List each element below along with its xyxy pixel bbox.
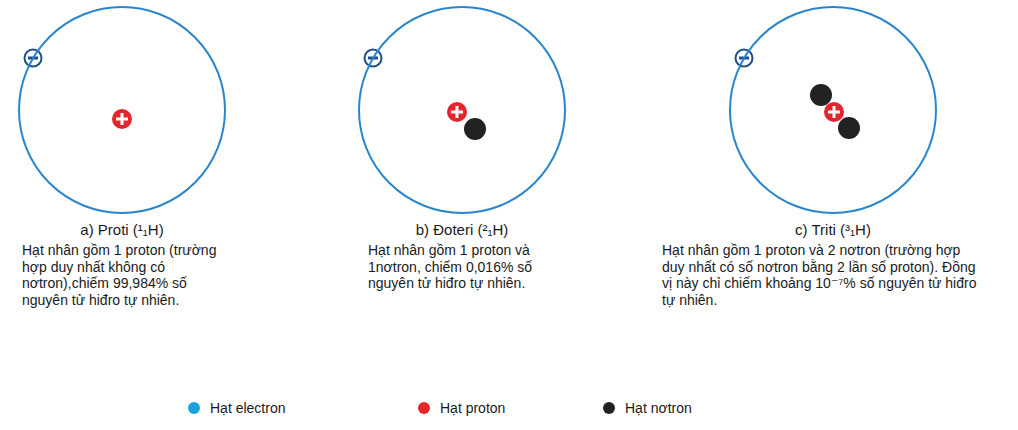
atom-node: a) Proti (¹₁H) Hạt nhân gồm 1 proton (trư… [10, 0, 235, 312]
proton-symbol [447, 102, 467, 122]
electron-orbit [350, 0, 580, 220]
proton-symbol [112, 109, 132, 129]
legend-label: Hạt proton [440, 399, 505, 417]
proton-symbol [824, 102, 844, 122]
electron-orbit [10, 0, 235, 220]
electron-orbit [650, 0, 990, 220]
isotope-heading: a) Proti (¹₁H) [10, 221, 234, 239]
neutron-symbol [838, 117, 860, 139]
legend-entry: Hạt proton [418, 399, 505, 417]
neutron-symbol [810, 84, 832, 106]
atom-node: c) Triti (³₁H)Hạt nhân gồm 1 proton và 2… [650, 0, 990, 312]
isotope-description: Hạt nhân gồm 1 proton và 2 nơtron (trườn… [662, 242, 984, 308]
isotope-heading: b) Đoteri (²₁H) [350, 221, 574, 239]
legend-swatch [188, 402, 200, 414]
legend-swatch [418, 402, 430, 414]
isotope-description: Hạt nhân gồm 1 proton (trường hợp duy nh… [22, 242, 217, 308]
legend-swatch [603, 402, 615, 414]
isotope-heading: c) Triti (³₁H) [650, 221, 1016, 239]
legend-entry: Hạt electron [188, 399, 285, 417]
legend-entry: Hạt nơtron [603, 399, 692, 417]
legend-label: Hạt nơtron [625, 399, 692, 417]
isotope-description: Hạt nhân gồm 1 proton và 1nơtron, chiếm … [368, 242, 573, 292]
atom-node: b) Đoteri (²₁H) Hạt nhân gồm 1 proton và … [350, 0, 580, 296]
legend-label: Hạt electron [210, 399, 285, 417]
neutron-symbol [464, 118, 486, 140]
